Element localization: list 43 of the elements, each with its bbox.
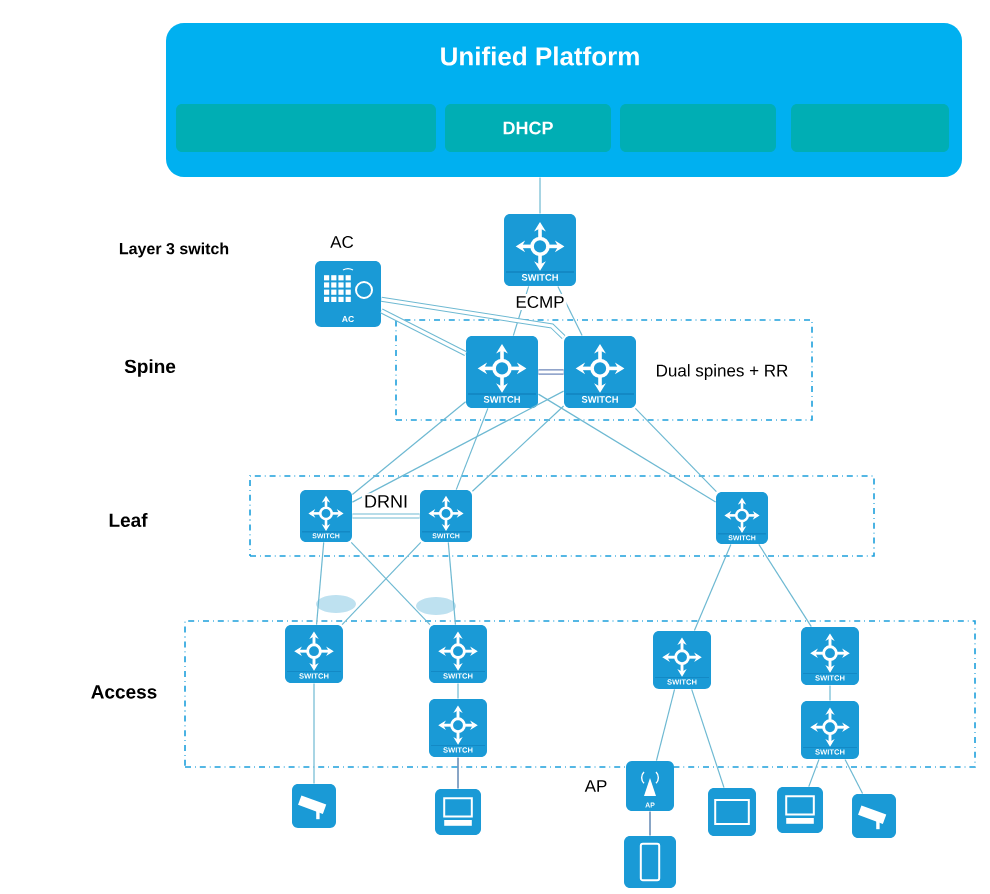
camera-icon	[292, 784, 336, 828]
module-box	[176, 104, 436, 152]
link-line	[537, 393, 717, 503]
link-label: ECMP	[513, 293, 567, 310]
device-label: AP	[584, 780, 607, 792]
link-line	[352, 513, 420, 519]
link-line	[471, 405, 565, 492]
link-line	[829, 684, 831, 702]
layer-label: Leaf	[106, 511, 150, 529]
link-line	[447, 541, 457, 626]
link-line	[691, 688, 725, 789]
computer-icon	[777, 787, 823, 833]
link-line	[313, 682, 315, 785]
link-line	[351, 390, 565, 503]
link-line	[351, 401, 467, 496]
device-label: AC	[330, 236, 354, 248]
layer-label: Access	[88, 683, 160, 701]
link-line	[538, 369, 564, 375]
computer-icon	[435, 789, 481, 835]
link-line	[315, 541, 325, 626]
note-text: Dual spines + RR	[657, 364, 788, 380]
link-line	[457, 682, 459, 700]
edge-label: DRNI	[362, 493, 410, 510]
link-line	[758, 543, 812, 628]
layer-label: Spine	[122, 357, 178, 379]
link-line	[381, 296, 566, 339]
link-line	[634, 407, 717, 493]
module-box: DHCP	[445, 104, 611, 152]
link-line	[693, 543, 732, 632]
link-line	[539, 176, 541, 215]
module-box	[620, 104, 776, 152]
camera-icon	[852, 794, 896, 838]
phone-icon	[624, 836, 676, 888]
link-line	[808, 758, 820, 788]
link-line	[457, 756, 459, 790]
layer-label: Layer 3 switch	[116, 240, 232, 260]
monitor-icon	[708, 788, 756, 836]
link-line	[380, 308, 467, 356]
link-line	[844, 758, 864, 795]
module-box	[791, 104, 949, 152]
link-line	[455, 407, 489, 491]
link-line	[649, 810, 651, 837]
link-line	[655, 688, 676, 762]
